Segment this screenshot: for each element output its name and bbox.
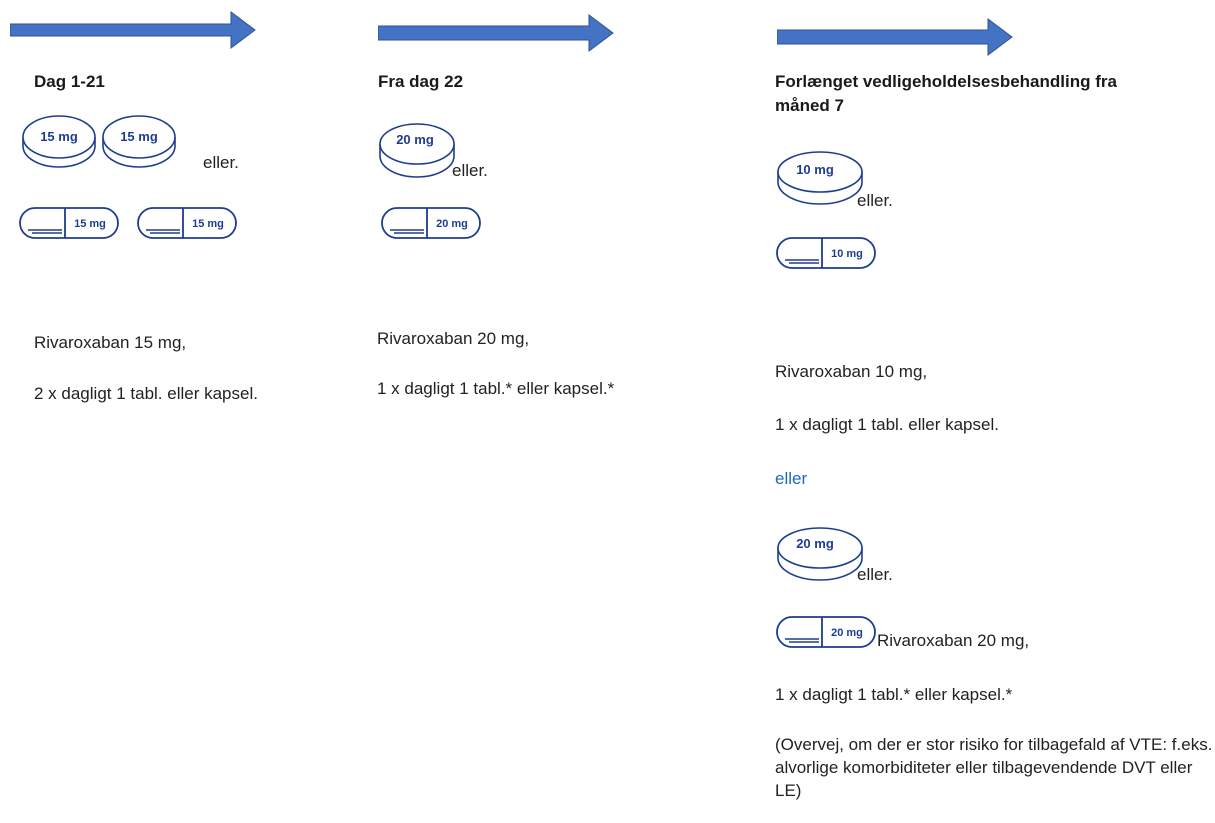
alternative-label: eller — [775, 469, 808, 488]
drug-name: Rivaroxaban 15 mg, — [34, 333, 187, 352]
step-heading-extended-line-2: måned 7 — [775, 96, 844, 115]
right-arrow-icon — [777, 18, 1013, 56]
capsule-icon: 20 mg — [776, 616, 876, 648]
tablet-icon: 15 mg — [102, 115, 176, 168]
right-arrow-icon — [378, 14, 614, 52]
tablet-label: 10 mg — [796, 162, 834, 177]
drug-name: Rivaroxaban 20 mg, — [877, 631, 1030, 650]
dosage-text: 2 x dagligt 1 tabl. eller kapsel. — [34, 384, 258, 403]
step-heading-from-day-22: Fra dag 22 — [378, 72, 464, 91]
tablet-icon: 15 mg — [22, 115, 96, 168]
tablet-icon: 10 mg — [777, 151, 863, 205]
dosage-text: 1 x dagligt 1 tabl. eller kapsel. — [775, 415, 999, 434]
capsule-label: 20 mg — [831, 627, 863, 639]
or-label: eller. — [203, 153, 239, 172]
capsule-icon: 15 mg — [19, 207, 119, 239]
capsule-label: 10 mg — [831, 248, 863, 260]
capsule-icon: 15 mg — [137, 207, 237, 239]
drug-name: Rivaroxaban 20 mg, — [377, 329, 530, 348]
tablet-label: 15 mg — [120, 129, 158, 144]
tablet-label: 15 mg — [40, 129, 78, 144]
capsule-label: 15 mg — [192, 218, 224, 230]
capsule-icon: 10 mg — [776, 237, 876, 269]
drug-name: Rivaroxaban 10 mg, — [775, 362, 928, 381]
or-label: eller. — [452, 161, 488, 180]
tablet-label: 20 mg — [396, 132, 434, 147]
capsule-icon: 20 mg — [381, 207, 481, 239]
clinical-note: (Overvej, om der er stor risiko for tilb… — [775, 735, 1213, 800]
capsule-label: 20 mg — [436, 218, 468, 230]
right-arrow-icon — [10, 11, 256, 49]
or-label: eller. — [857, 565, 893, 584]
dosage-text: 1 x dagligt 1 tabl.* eller kapsel.* — [377, 379, 615, 398]
step-heading-day-1-21: Dag 1-21 — [34, 72, 105, 91]
or-label: eller. — [857, 191, 893, 210]
capsule-label: 15 mg — [74, 218, 106, 230]
step-heading-extended-line-1: Forlænget vedligeholdelsesbehandling fra — [775, 72, 1117, 91]
tablet-label: 20 mg — [796, 536, 834, 551]
tablet-icon: 20 mg — [379, 123, 455, 178]
dosage-text: 1 x dagligt 1 tabl.* eller kapsel.* — [775, 685, 1013, 704]
tablet-icon: 20 mg — [777, 527, 863, 581]
